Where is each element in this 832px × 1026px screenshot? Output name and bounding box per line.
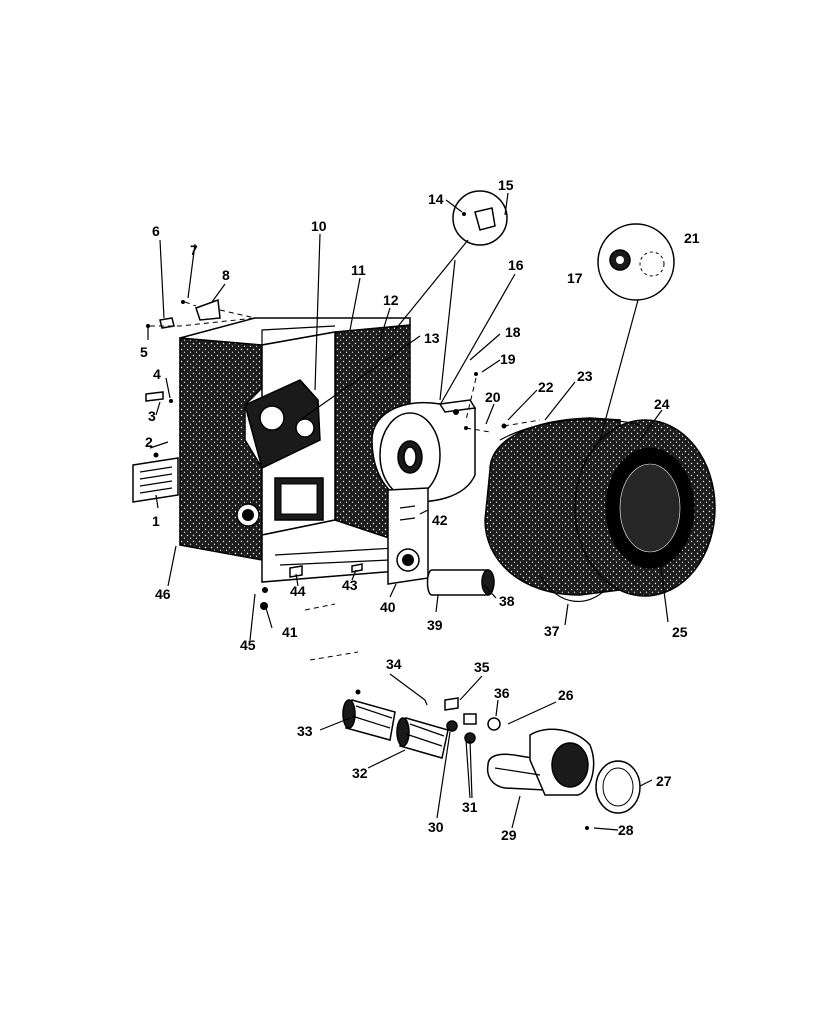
label-14: 14 (428, 191, 444, 207)
label-32: 32 (352, 765, 368, 781)
label-46: 46 (155, 586, 171, 602)
label-30: 30 (428, 819, 444, 835)
label-28: 28 (618, 822, 634, 838)
base-hardware (260, 563, 363, 661)
cabinet (179, 317, 411, 583)
label-38: 38 (499, 593, 515, 609)
label-4: 4 (153, 366, 161, 382)
label-24: 24 (654, 396, 670, 412)
support-plate (387, 487, 429, 585)
label-17: 17 (567, 270, 583, 286)
label-43: 43 (342, 577, 358, 593)
label-21: 21 (684, 230, 700, 246)
label-27: 27 (656, 773, 672, 789)
label-8: 8 (222, 267, 230, 283)
label-11: 11 (351, 262, 366, 278)
label-37: 37 (544, 623, 560, 639)
detail-circle-pulley (597, 223, 675, 441)
label-20: 20 (485, 389, 501, 405)
label-5: 5 (140, 344, 148, 360)
label-31: 31 (462, 799, 478, 815)
label-16: 16 (508, 257, 524, 273)
label-12: 12 (383, 292, 399, 308)
label-36: 36 (494, 685, 510, 701)
label-22: 22 (538, 379, 554, 395)
label-7: 7 (190, 242, 198, 258)
label-26: 26 (558, 687, 574, 703)
label-6: 6 (152, 223, 160, 239)
blower-housing (371, 399, 477, 503)
heater-cylinder (426, 569, 495, 596)
label-1: 1 (152, 513, 160, 529)
small-blower-parts (355, 689, 501, 744)
screw-28 (585, 826, 589, 830)
vent-grille (132, 457, 179, 503)
detail-circle-bracket (394, 190, 508, 401)
label-15: 15 (498, 177, 514, 193)
label-3: 3 (148, 408, 156, 424)
small-fasteners-right (453, 372, 541, 433)
label-18: 18 (505, 324, 521, 340)
label-45: 45 (240, 637, 256, 653)
label-41: 41 (282, 624, 298, 640)
label-40: 40 (380, 599, 396, 615)
label-35: 35 (474, 659, 490, 675)
label-33: 33 (297, 723, 313, 739)
blower-wheel-27 (595, 760, 641, 814)
drum-assembly (484, 417, 716, 602)
label-34: 34 (386, 656, 402, 672)
label-19: 19 (500, 351, 516, 367)
label-13: 13 (424, 330, 440, 346)
leader-lines (147, 192, 669, 831)
label-23: 23 (577, 368, 593, 384)
small-fasteners-left (145, 298, 256, 458)
label-25: 25 (672, 624, 688, 640)
label-29: 29 (501, 827, 517, 843)
label-39: 39 (427, 617, 443, 633)
label-2: 2 (145, 434, 153, 450)
duct-32 (396, 717, 449, 759)
label-44: 44 (290, 583, 306, 599)
duct-33 (342, 699, 396, 741)
blower-scroll-29 (486, 728, 595, 796)
label-10: 10 (311, 218, 327, 234)
label-42: 42 (432, 512, 448, 528)
part-number-labels: 1 2 3 4 5 6 7 8 10 11 12 13 14 15 16 17 … (140, 177, 700, 843)
